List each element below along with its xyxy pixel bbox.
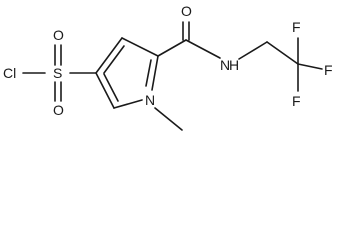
atom-nitrogen-amide: N <box>220 57 230 73</box>
bond-c2-c3-inner <box>103 73 119 102</box>
molecule-drawing: Cl S O O O N H N F F F <box>3 3 333 131</box>
bond-n1-methyl <box>154 107 183 131</box>
bond-c2-c3 <box>95 72 115 109</box>
atom-fluorine-bottom: F <box>292 93 301 109</box>
atom-chlorine: Cl <box>3 65 16 81</box>
atom-fluorine-top: F <box>292 19 301 35</box>
atom-nitrogen-ring: N <box>145 92 155 108</box>
bond-n1-c2 <box>113 99 143 109</box>
bond-c5-carbonyl <box>157 39 187 57</box>
bond-c3-c4 <box>95 37 123 74</box>
bond-carbonyl-n <box>185 39 221 59</box>
bond-c5-n1 <box>151 55 159 91</box>
bond-c3-c4-inner <box>103 45 125 74</box>
atom-fluorine-right: F <box>324 62 333 78</box>
bond-ch2-cf3 <box>266 41 299 65</box>
atom-sulfur: S <box>53 65 62 81</box>
atom-oxygen-top: O <box>53 27 64 43</box>
bond-c5-n1-inner <box>145 59 152 87</box>
structure-diagram: Cl S O O O N H N F F F <box>3 3 333 131</box>
atom-hydrogen-amide: H <box>229 57 239 73</box>
atom-oxygen-bottom: O <box>53 102 64 118</box>
bond-c4-c5 <box>121 37 159 57</box>
bond-cf3-f-right <box>297 63 323 70</box>
bond-n-ch2 <box>238 41 268 60</box>
atom-oxygen-carbonyl: O <box>181 3 192 19</box>
